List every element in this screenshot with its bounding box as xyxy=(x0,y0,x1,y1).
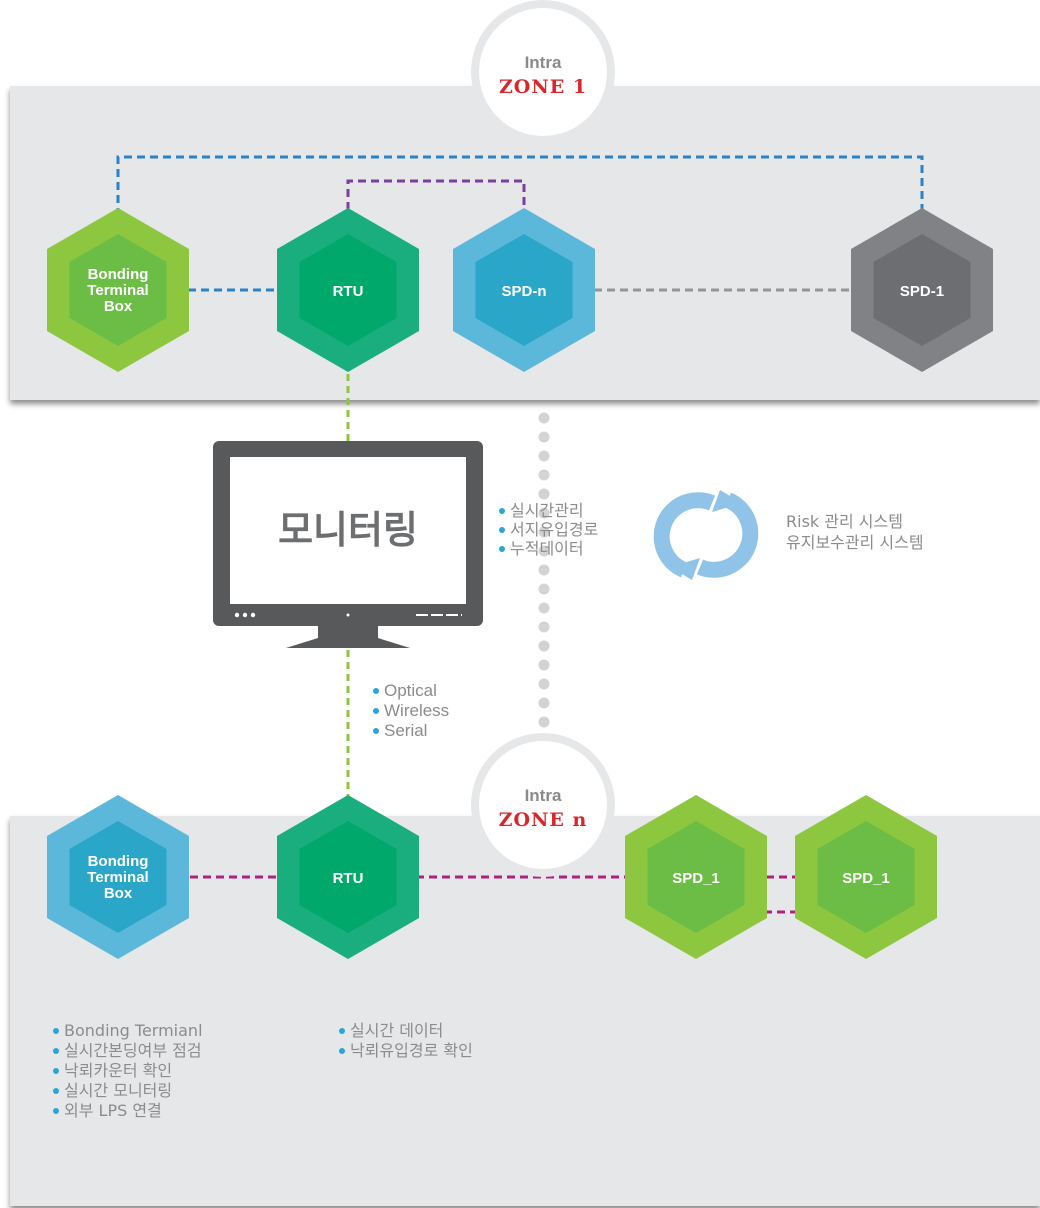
zone-n-bonding-terminal-box-label-line: Terminal xyxy=(87,869,148,886)
monitor-screen xyxy=(230,457,466,604)
btb-feature-bullet xyxy=(53,1048,59,1054)
btb-feature-item: 낙뢰카운터 확인 xyxy=(64,1061,172,1080)
connection-type-item: Optical xyxy=(384,681,437,700)
monitor-feature-bullet xyxy=(499,508,505,514)
zone-1-spd-n: SPD-n xyxy=(453,208,595,372)
zone-1-word: Intra xyxy=(525,53,562,72)
monitor-feature-item: 누적데이터 xyxy=(510,539,584,558)
btb-feature-item: 실시간 모니터링 xyxy=(64,1081,172,1100)
zone-1-bonding-terminal-box-label-line: Box xyxy=(104,298,133,315)
monitor-dot-1 xyxy=(234,612,240,618)
monitor-dot-3 xyxy=(250,612,256,618)
separator-dot xyxy=(538,602,550,614)
separator-dot xyxy=(538,450,550,462)
zone-n-bonding-terminal-box-label-line: Bonding xyxy=(88,853,149,870)
separator-dot xyxy=(538,716,550,728)
zone-n-title: ZONE n xyxy=(499,809,588,831)
separator-dot xyxy=(538,431,550,443)
monitor-power-dot xyxy=(346,613,350,617)
zone-n-bonding-terminal-box-inner-hex xyxy=(69,821,167,933)
rtu-feature-bullet xyxy=(339,1028,345,1034)
separator-dot xyxy=(538,507,550,519)
zone-n-spd-b: SPD_1 xyxy=(795,795,937,959)
separator-dot xyxy=(538,697,550,709)
system-item: 유지보수관리 시스템 xyxy=(786,533,924,552)
zone-n-word: Intra xyxy=(525,786,562,805)
sync-icon xyxy=(653,490,759,580)
connection-type-item: Serial xyxy=(384,721,427,740)
zone-1-spd-1-label: SPD-1 xyxy=(900,283,944,300)
separator-dot xyxy=(538,488,550,500)
zone-1-bonding-terminal-box-inner-hex xyxy=(69,234,167,346)
monitor-feature-bullet xyxy=(499,527,505,533)
zone-1-title: ZONE 1 xyxy=(499,76,587,98)
separator-dot xyxy=(538,545,550,557)
btb-feature-item: Bonding Termianl xyxy=(64,1021,203,1040)
separator-dot xyxy=(538,469,550,481)
monitor-dot-2 xyxy=(242,612,248,618)
zone-1-purple-top-line xyxy=(346,179,526,210)
btb-feature-bullet xyxy=(53,1028,59,1034)
separator-dot xyxy=(538,526,550,538)
rtu-feature-item: 낙뢰유입경로 확인 xyxy=(350,1041,473,1060)
monitor-stand xyxy=(286,626,410,648)
separator-dot xyxy=(538,659,550,671)
connection-type-bullet xyxy=(373,688,379,694)
btb-feature-item: 외부 LPS 연결 xyxy=(64,1101,162,1120)
zone-n-spd-a-inner-hex xyxy=(647,821,745,933)
zone-1-rtu-inner-hex xyxy=(299,234,397,346)
separator-dot xyxy=(538,583,550,595)
separator-dot xyxy=(538,640,550,652)
btb-feature-bullet xyxy=(53,1108,59,1114)
connection-type-bullet xyxy=(373,728,379,734)
rtu-feature-bullet xyxy=(339,1048,345,1054)
zone-n-rtu: RTU xyxy=(277,795,419,959)
zone-1-rtu-label: RTU xyxy=(333,283,364,300)
connection-type-item: Wireless xyxy=(384,701,449,720)
rtu-feature-item: 실시간 데이터 xyxy=(350,1021,443,1040)
separator-dot xyxy=(538,678,550,690)
connection-type-bullet xyxy=(373,708,379,714)
btb-feature-item: 실시간본딩여부 점검 xyxy=(64,1041,202,1060)
zone-1-bonding-terminal-box-label-line: Terminal xyxy=(87,282,148,299)
zone-n-badge: Intra ZONE n xyxy=(471,733,615,877)
zone-n-spd-a: SPD_1 xyxy=(625,795,767,959)
zone-1-spd-n-label: SPD-n xyxy=(502,283,547,300)
separator-dot xyxy=(538,564,550,576)
zone-1-bonding-terminal-box-label-line: Bonding xyxy=(88,266,149,283)
zone-n-bonding-terminal-box-label-line: Box xyxy=(104,885,133,902)
zone-n-spd-a-label: SPD_1 xyxy=(672,870,720,887)
monitor-feature-item: 실시간관리 xyxy=(510,501,584,520)
zone-n-rtu-label: RTU xyxy=(333,870,364,887)
zone-1-spd-1: SPD-1 xyxy=(851,208,993,372)
separator-dot xyxy=(538,412,550,424)
system-item: Risk 관리 시스템 xyxy=(786,512,903,531)
dotted-separator xyxy=(538,412,550,728)
zone-1-spd-1-inner-hex xyxy=(873,234,971,346)
btb-feature-bullet xyxy=(53,1088,59,1094)
btb-feature-bullet xyxy=(53,1068,59,1074)
monitor: 모니터링 xyxy=(213,441,483,648)
monitor-feature-bullet xyxy=(499,546,505,552)
zone-n-rtu-inner-hex xyxy=(299,821,397,933)
zone-1-rtu: RTU xyxy=(277,208,419,372)
zone-n-spd-b-inner-hex xyxy=(817,821,915,933)
zone-1-connections xyxy=(116,155,924,292)
zone-1-blue-top-line xyxy=(116,155,924,242)
zone-1-badge: Intra ZONE 1 xyxy=(471,0,615,144)
zone-1-spd-n-inner-hex xyxy=(475,234,573,346)
zone-n-spd-b-label: SPD_1 xyxy=(842,870,890,887)
monitor-label: 모니터링 xyxy=(278,508,418,552)
monitor-feature-item: 서지유입경로 xyxy=(510,520,598,539)
separator-dot xyxy=(538,621,550,633)
